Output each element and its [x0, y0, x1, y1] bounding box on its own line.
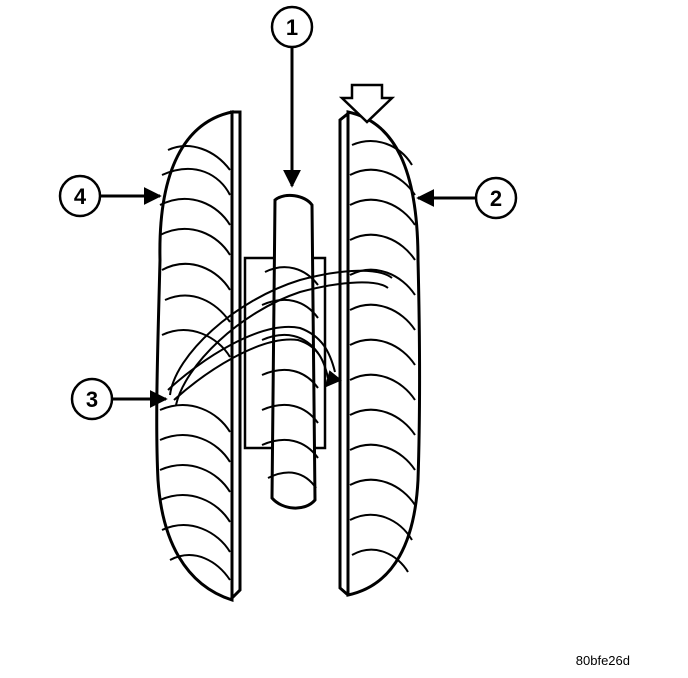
callout-4: 4 [58, 174, 162, 218]
callout-3: 3 [70, 377, 168, 421]
callout-4-number: 4 [74, 184, 87, 209]
stator-assembly [243, 193, 327, 510]
figure-code: 80bfe26d [575, 653, 630, 668]
callout-3-circle [70, 377, 114, 421]
input-direction-arrow [338, 83, 396, 124]
callout-4-circle [58, 174, 102, 218]
callout-2: 2 [416, 176, 518, 220]
callout-2-number: 2 [490, 186, 502, 211]
callout-1: 1 [270, 5, 314, 188]
callout-2-circle [474, 176, 518, 220]
callout-1-number: 1 [286, 15, 298, 40]
fluid-flow-path [167, 269, 393, 406]
right-turbine-assembly [338, 110, 421, 597]
callout-1-circle [270, 5, 314, 49]
left-impeller-assembly [155, 110, 242, 603]
callout-3-number: 3 [86, 387, 98, 412]
